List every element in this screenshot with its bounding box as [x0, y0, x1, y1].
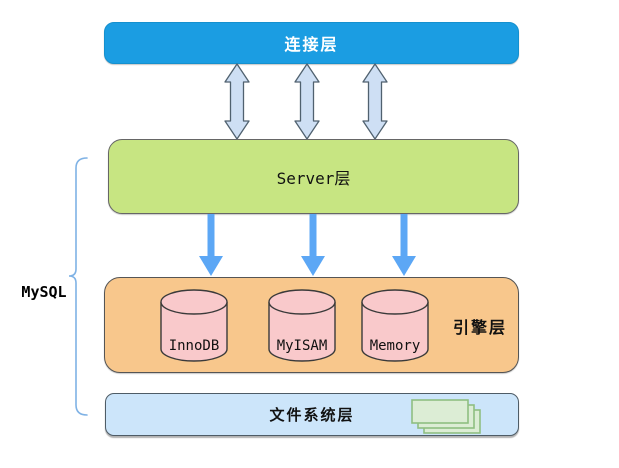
connection-layer-box: 连接层	[104, 22, 519, 64]
stacked-files-icon	[411, 399, 481, 434]
down-arrow-icon	[301, 214, 325, 276]
server-layer-box: Server层	[108, 139, 519, 214]
engine-layer-label: 引擎层	[452, 318, 507, 337]
double-arrow-icon	[362, 63, 388, 140]
curly-brace-icon	[68, 157, 88, 416]
engine-name-myisam: MyISAM	[276, 338, 328, 354]
server-layer-label: Server层	[276, 168, 351, 188]
down-arrow-icon	[392, 214, 416, 276]
database-cylinder-icon	[361, 289, 429, 362]
cylinder-memory: Memory	[361, 289, 429, 363]
database-cylinder-icon	[160, 289, 228, 362]
down-arrow-icon	[199, 214, 223, 276]
double-arrow-icon	[224, 63, 250, 140]
mysql-label: MySQL	[21, 283, 67, 301]
connection-layer-label: 连接层	[284, 35, 339, 54]
double-arrow-icon	[294, 63, 320, 140]
filesystem-layer-label: 文件系统层	[269, 406, 355, 424]
cylinder-myisam: MyISAM	[268, 289, 336, 363]
cylinder-innodb: InnoDB	[160, 289, 228, 363]
engine-name-memory: Memory	[369, 338, 421, 354]
engine-name-innodb: InnoDB	[168, 338, 220, 354]
database-cylinder-icon	[268, 289, 336, 362]
